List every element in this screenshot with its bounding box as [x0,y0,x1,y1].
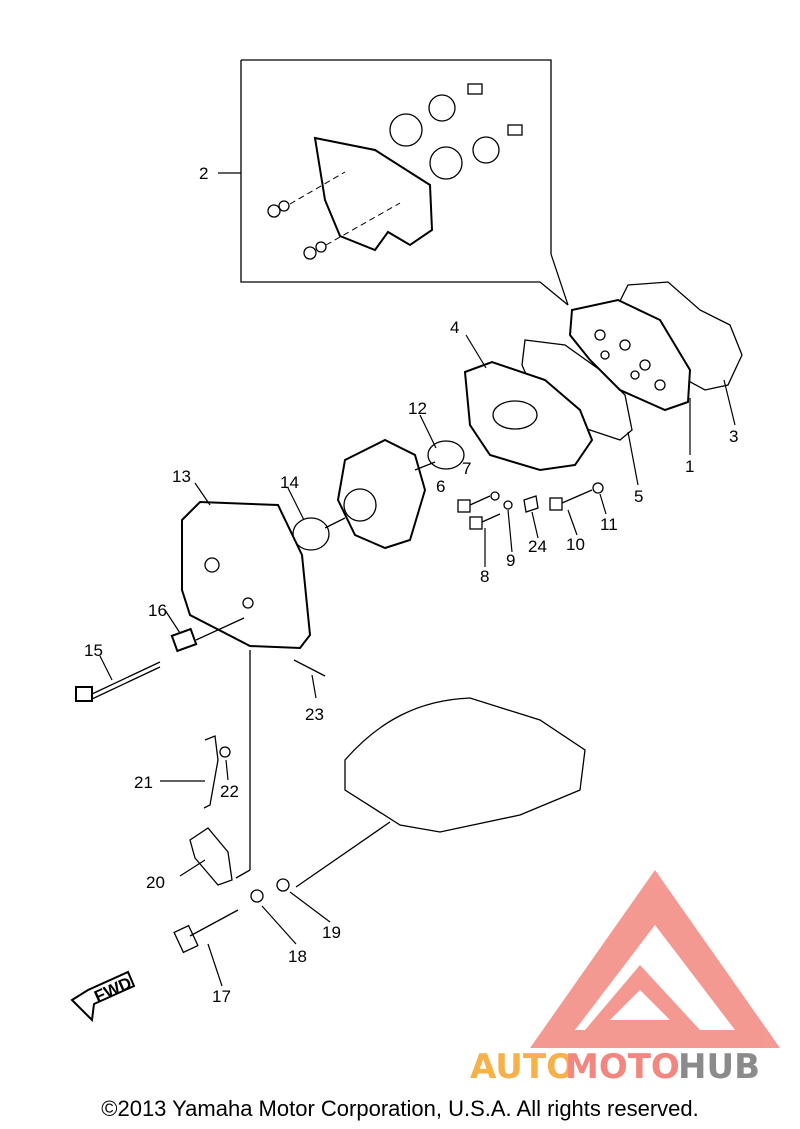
callout-22: 22 [220,782,239,801]
callout-5: 5 [634,487,643,506]
callout-14: 14 [280,473,299,492]
pin-23 [293,659,326,677]
silencer-cover-13 [181,500,312,650]
reed-plate-holes [594,329,666,391]
callout-24: 24 [528,537,547,556]
callout-13: 13 [172,467,191,486]
callout-6: 6 [436,477,445,496]
choke-linkage [173,735,290,954]
inset-box-part-2 [218,59,569,306]
reed-plate-1 [568,298,692,412]
callout-8: 8 [480,567,489,586]
cowling [344,697,586,833]
gasket-12 [427,440,465,470]
callout-1: 1 [685,457,694,476]
callout-labels: 1 2 3 4 5 6 7 8 9 10 11 12 13 14 15 16 1… [84,164,738,1006]
callout-19: 19 [322,923,341,942]
watermark-moto: MOTO [565,1047,680,1087]
callout-21: 21 [134,773,153,792]
callout-7: 7 [462,459,471,478]
watermark-auto: AUTO [470,1047,575,1087]
callout-15: 15 [84,641,103,660]
manifold-port [492,400,538,430]
collar-16 [170,627,198,653]
callout-17: 17 [212,987,231,1006]
callout-18: 18 [288,947,307,966]
callout-3: 3 [729,427,738,446]
callout-2: 2 [199,164,208,183]
callout-20: 20 [146,873,165,892]
watermark-hub: HUB [678,1047,760,1087]
intake-manifold-4 [463,360,594,472]
callout-4: 4 [450,318,459,337]
callout-16: 16 [148,601,167,620]
copyright-notice: ©2013 Yamaha Motor Corporation, U.S.A. A… [101,1096,699,1121]
callout-leaders [99,334,736,987]
bolts-and-washers [457,482,604,530]
assembly-lines [195,461,436,888]
fwd-arrow-icon: FWD [70,970,136,1023]
watermark-text: AUTO MOTO HUB [470,1047,760,1087]
reed-valve-plate [267,83,523,260]
carburetor [336,438,427,550]
bolt-15 [75,661,161,702]
callout-12: 12 [408,399,427,418]
callout-9: 9 [506,551,515,570]
callout-11: 11 [600,515,618,534]
callout-10: 10 [566,535,585,554]
callout-23: 23 [305,705,324,724]
watermark-logo [530,870,780,1048]
